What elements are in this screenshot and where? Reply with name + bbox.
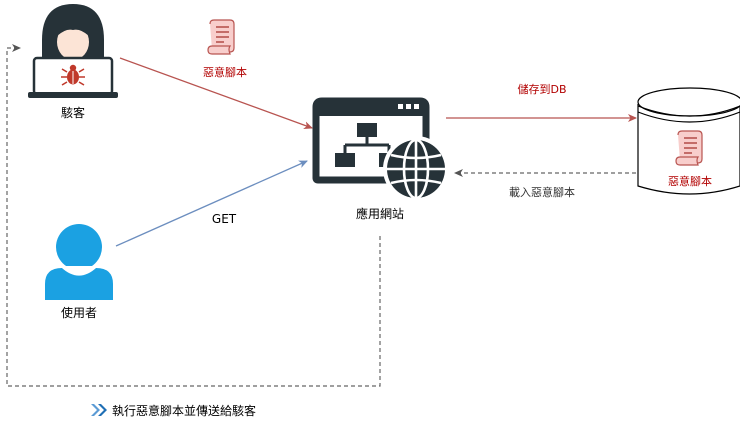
edge-label-hacker-script: 惡意腳本 bbox=[203, 65, 247, 79]
footer-caption: 執行惡意腳本並傳送給駭客 bbox=[112, 403, 256, 418]
script-scroll-icon bbox=[207, 19, 235, 55]
db-script-scroll-icon bbox=[675, 130, 703, 166]
hacker-label: 駭客 bbox=[61, 105, 85, 120]
user-icon bbox=[45, 224, 113, 300]
edge-hacker-to-webapp bbox=[119, 57, 313, 130]
edge-label-save-db: 儲存到DB bbox=[517, 82, 566, 96]
double-chevron-icon bbox=[91, 404, 107, 416]
edge-label-load-script: 載入惡意腳本 bbox=[509, 185, 575, 199]
user-label: 使用者 bbox=[61, 305, 97, 320]
edge-label-get: GET bbox=[212, 212, 237, 226]
webapp-label: 應用網站 bbox=[356, 206, 404, 221]
edge-webapp-to-hacker-loop bbox=[6, 44, 381, 387]
db-script-label: 惡意腳本 bbox=[668, 174, 712, 188]
hacker-icon bbox=[28, 4, 118, 98]
edge-user-to-webapp bbox=[115, 160, 308, 247]
web-app-icon bbox=[312, 97, 449, 202]
